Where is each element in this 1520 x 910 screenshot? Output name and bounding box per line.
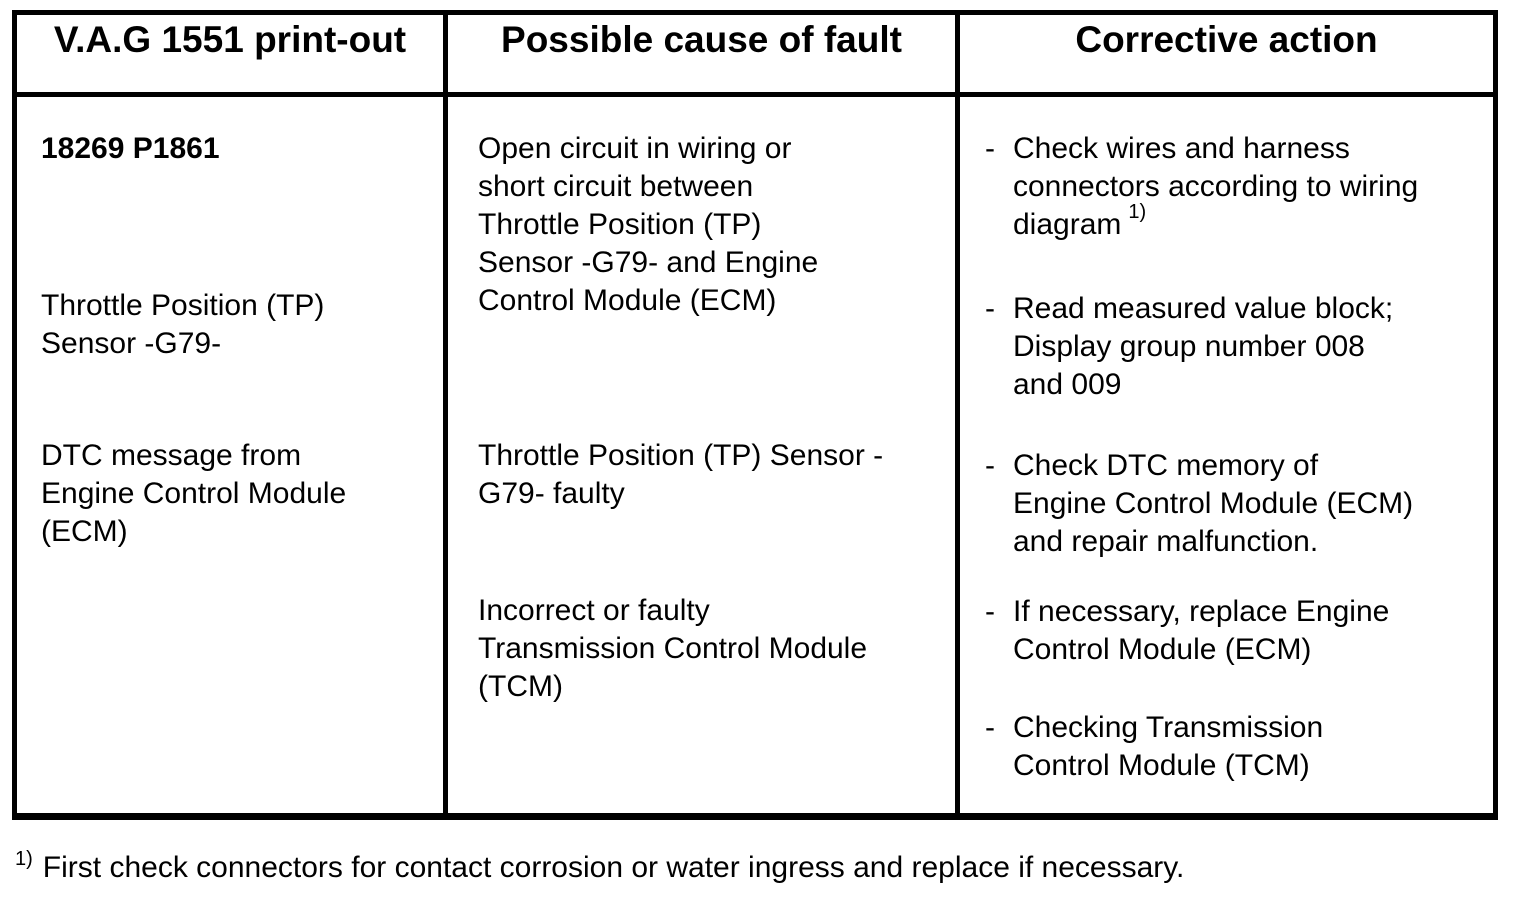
footnote-text: First check connectors for contact corro… [42,851,1185,884]
text-line: and repair malfunction. [1013,525,1319,558]
text-line: Throttle Position (TP) Sensor - [478,439,884,472]
text-line: Read measured value block; [1013,292,1394,325]
component-label: Throttle Position (TP) Sensor -G79- [41,287,324,363]
action-item-check-tcm: - Checking Transmission Control Module (… [985,709,1323,785]
text-line: Throttle Position (TP) [478,208,762,241]
bullet-dash: - [985,292,995,325]
text-line: Control Module (ECM) [1013,633,1312,666]
cell-corrective-action: - Check wires and harness connectors acc… [960,97,1493,813]
text-line: Sensor -G79- and Engine [478,246,819,279]
action-item-check-dtc-memory: - Check DTC memory of Engine Control Mod… [985,447,1413,561]
text-line: Engine Control Module [41,477,347,510]
text-line: Engine Control Module (ECM) [1013,487,1414,520]
text-line: If necessary, replace Engine [1013,595,1390,628]
cell-vag-printout: 18269 P1861 Throttle Position (TP) Senso… [17,97,448,813]
footnote-marker: 1) [15,848,33,870]
cause-paragraph-sensor-faulty: Throttle Position (TP) Sensor - G79- fau… [478,437,883,513]
cell-possible-cause: Open circuit in wiring or short circuit … [448,97,960,813]
header-corrective-action: Corrective action [1075,19,1378,60]
bullet-text: Check wires and harness connectors accor… [1013,130,1418,244]
text-line: (ECM) [41,515,128,548]
text-line: connectors according to wiring [1013,170,1419,203]
bullet-dash: - [985,595,995,628]
text-line: Display group number 008 [1013,330,1365,363]
text-line: Incorrect or faulty [478,594,710,627]
footnote: 1) First check connectors for contact cor… [15,849,1184,887]
action-item-check-wires: - Check wires and harness connectors acc… [985,130,1418,244]
bullet-text: Checking Transmission Control Module (TC… [1013,709,1323,785]
text-line: Throttle Position (TP) [41,289,325,322]
table-header-row: V.A.G 1551 print-out Possible cause of f… [17,15,1493,97]
table-body-row: 18269 P1861 Throttle Position (TP) Senso… [17,97,1493,813]
header-vag-1551-printout: V.A.G 1551 print-out [17,15,448,92]
header-possible-cause: Possible cause of fault [448,15,960,92]
bullet-dash: - [985,711,995,744]
text-line: short circuit between [478,170,754,203]
bullet-dash: - [985,449,995,482]
text-line: and 009 [1013,368,1122,401]
fault-table: V.A.G 1551 print-out Possible cause of f… [12,10,1498,820]
text-line: Checking Transmission [1013,711,1324,744]
text-line: Sensor -G79- [41,327,222,360]
text-line: Check wires and harness [1013,132,1350,165]
cause-paragraph-wiring: Open circuit in wiring or short circuit … [478,130,818,320]
action-item-replace-ecm: - If necessary, replace Engine Control M… [985,593,1389,669]
dtc-source-label: DTC message from Engine Control Module (… [41,437,346,551]
cause-paragraph-tcm: Incorrect or faulty Transmission Control… [478,592,867,706]
text-line: Check DTC memory of [1013,449,1319,482]
text-line: Control Module (ECM) [478,284,777,317]
footnote-reference: 1) [1128,201,1147,223]
text-line: Open circuit in wiring or [478,132,792,165]
action-item-read-value-block: - Read measured value block; Display gro… [985,290,1393,404]
text-line: (TCM) [478,670,563,703]
bullet-dash: - [985,132,995,165]
dtc-code: 18269 P1861 [41,132,220,165]
text-line: Transmission Control Module [478,632,868,665]
bullet-text: Check DTC memory of Engine Control Modul… [1013,447,1413,561]
bullet-text: If necessary, replace Engine Control Mod… [1013,593,1389,669]
bullet-text: Read measured value block; Display group… [1013,290,1393,404]
text-line: Control Module (TCM) [1013,749,1310,782]
text-line: G79- faulty [478,477,625,510]
text-line: DTC message from [41,439,302,472]
